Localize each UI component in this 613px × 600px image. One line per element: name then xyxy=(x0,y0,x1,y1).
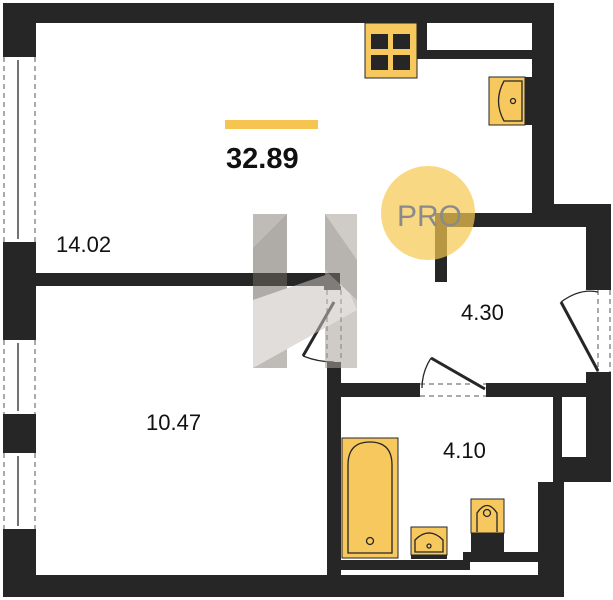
living-room-area: 14.02 xyxy=(56,232,111,257)
bathroom-sink-icon xyxy=(410,526,448,559)
total-area-accent-bar xyxy=(225,120,318,129)
bathtub-icon xyxy=(341,437,399,559)
kitchen-sink-icon xyxy=(488,76,526,126)
windows xyxy=(3,57,36,529)
total-area: 32.89 xyxy=(226,143,299,175)
pro-badge-text: PRO xyxy=(397,200,462,233)
toilet-icon xyxy=(470,498,505,552)
stove-icon xyxy=(364,22,418,79)
bathroom-area: 4.10 xyxy=(443,438,486,463)
pro-badge: PRO xyxy=(381,166,475,260)
bedroom-area: 10.47 xyxy=(146,410,201,435)
hallway-area: 4.30 xyxy=(461,300,504,325)
watermark-logo xyxy=(253,214,357,368)
